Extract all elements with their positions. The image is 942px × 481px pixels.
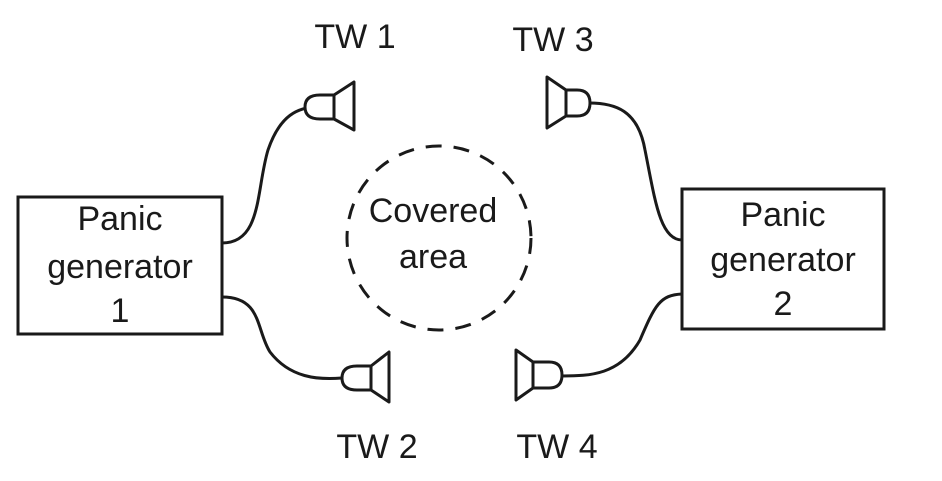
covered-area-label-line1: Covered (369, 192, 498, 230)
cable-tw3-gen2 (587, 101, 684, 242)
panic-generator-2-label-line1: Panic (740, 196, 825, 234)
panic-generator-1-label-line1: Panic (77, 200, 162, 238)
tw3-horn-icon (545, 75, 592, 130)
panic-generator-2-box (680, 187, 886, 331)
covered-area-label-line2: area (399, 238, 467, 276)
cable-tw4-gen2 (560, 292, 684, 378)
cable-gen1-tw2 (220, 295, 344, 381)
panic-generator-2: Panic generator 2 (680, 187, 886, 331)
panic-generator-1-label-line2: generator (47, 248, 193, 286)
tw1-label: TW 1 (314, 18, 395, 56)
tw4-label: TW 4 (516, 428, 597, 466)
tw1-horn-icon (303, 80, 356, 132)
tw3-label: TW 3 (512, 21, 593, 59)
cable-gen1-tw1 (220, 105, 320, 245)
panic-generator-1-label-line3: 1 (111, 292, 130, 330)
panic-generator-2-label-line3: 2 (774, 285, 793, 323)
covered-area-boundary (345, 144, 533, 332)
panic-generator-1-box (16, 195, 224, 336)
covered-area: Covered area (345, 144, 533, 332)
tw2-horn-icon (340, 350, 391, 404)
tw2-label: TW 2 (336, 428, 417, 466)
panic-generator-1: Panic generator 1 (16, 195, 224, 336)
tw4-horn-icon (514, 348, 564, 402)
panic-generator-2-label-line2: generator (710, 241, 856, 279)
